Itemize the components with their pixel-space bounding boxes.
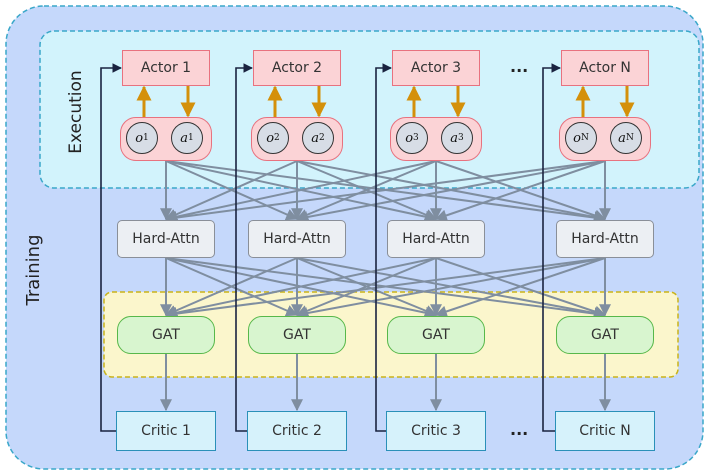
observation-circle-subscript: N <box>580 133 589 143</box>
gat-node: GAT <box>387 316 485 354</box>
execution-label: Execution <box>66 70 86 154</box>
critic-to-actor-feedback <box>100 63 122 432</box>
hardattn-to-gat-edge <box>434 257 606 318</box>
observation-circle-subscript: 3 <box>413 133 419 143</box>
action-circle-subscript: N <box>625 133 634 143</box>
critic-to-actor-feedback <box>235 63 253 432</box>
connection-edges <box>160 160 611 412</box>
observation-circle-symbol: o <box>135 130 144 146</box>
action-circle-symbol: a <box>180 130 189 146</box>
actor-node: Actor N <box>561 50 649 86</box>
action-circle-subscript: 2 <box>319 133 325 143</box>
training-label: Training <box>23 234 44 306</box>
hardattn-to-gat-edge <box>164 257 298 317</box>
oa-to-hardattn-edge <box>295 160 606 223</box>
actor-node: Actor 1 <box>122 50 210 86</box>
observation-circle-symbol: o <box>573 130 581 146</box>
observation-circle-symbol: o <box>405 130 414 146</box>
hard-attn-node: Hard-Attn <box>556 220 654 258</box>
critic-to-actor-feedback <box>375 63 392 432</box>
hard-attn-node: Hard-Attn <box>248 220 346 258</box>
oa-to-hardattn-edge <box>164 160 606 224</box>
actor-io-arrows <box>136 85 635 118</box>
critic-actor-feedback-lines <box>100 63 561 432</box>
oa-to-hardattn-edge <box>434 160 606 222</box>
oa-to-hardattn-edge <box>295 160 437 221</box>
ellipsis-critics: ... <box>510 420 529 439</box>
critic-node: Critic N <box>555 411 655 451</box>
critic-to-actor-feedback <box>542 63 561 432</box>
actor-node: Actor 3 <box>392 50 480 86</box>
action-circle-symbol: a <box>450 130 459 146</box>
hardattn-to-gat-edge <box>295 257 437 317</box>
oa-to-hardattn-edge <box>164 160 437 223</box>
observation-circle-symbol: o <box>266 130 275 146</box>
observation-circle-subscript: 1 <box>143 133 149 143</box>
ellipsis-actors: ... <box>510 57 529 76</box>
gat-node: GAT <box>556 316 654 354</box>
action-circle-symbol: a <box>618 130 626 146</box>
oa-to-hardattn-edge <box>164 160 298 221</box>
hardattn-to-gat-edge <box>164 257 437 319</box>
observation-circle-subscript: 2 <box>274 133 280 143</box>
actor-node: Actor 2 <box>253 50 341 86</box>
action-circle-symbol: a <box>311 130 320 146</box>
critic-node: Critic 1 <box>116 411 216 451</box>
critic-node: Critic 3 <box>386 411 486 451</box>
action-circle-subscript: 1 <box>188 133 194 143</box>
gat-node: GAT <box>117 316 215 354</box>
hardattn-to-gat-edge <box>164 257 606 320</box>
hard-attn-node: Hard-Attn <box>117 220 215 258</box>
hard-attn-node: Hard-Attn <box>387 220 485 258</box>
gat-node: GAT <box>248 316 346 354</box>
action-circle-subscript: 3 <box>458 133 464 143</box>
hardattn-to-gat-edge <box>295 257 606 319</box>
critic-node: Critic 2 <box>247 411 347 451</box>
